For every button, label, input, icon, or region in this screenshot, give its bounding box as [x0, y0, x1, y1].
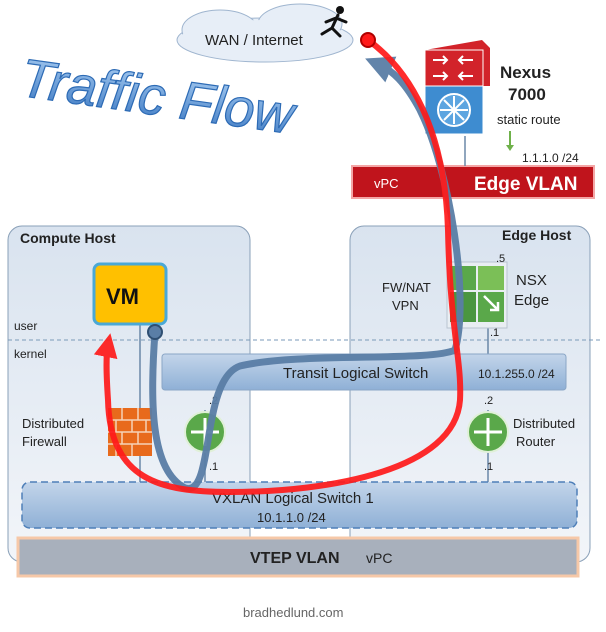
dfw-label-2: Firewall [22, 434, 67, 449]
edge-vlan-label: Edge VLAN [474, 174, 577, 195]
ip-edge-dr-bottom: .1 [484, 461, 493, 473]
compute-host-label: Compute Host [20, 230, 116, 246]
fwnat-label-1: FW/NAT [382, 280, 431, 295]
transit-switch-label: Transit Logical Switch [283, 365, 428, 382]
runner-icon [320, 6, 348, 38]
vtep-vpc: vPC [366, 550, 392, 566]
router-icon-edge [467, 411, 509, 453]
vtep-vlan-bar [16, 536, 580, 578]
vm-box [92, 262, 168, 326]
dr-label-2: Router [516, 434, 556, 449]
kernel-label: kernel [14, 347, 47, 361]
red-flow-path [93, 37, 464, 496]
static-route-label: static route [497, 112, 561, 127]
ip-edge-bottom: .1 [490, 327, 499, 339]
edge-host-label: Edge Host [502, 227, 572, 243]
nexus-name-2: 7000 [508, 85, 546, 104]
ip-edge-top: .5 [496, 253, 505, 265]
dfw-label-1: Distributed [22, 416, 84, 431]
edge-vlan-vpc: vPC [374, 176, 399, 191]
nsx-label-2: Edge [514, 292, 549, 309]
vtep-vlan-label: VTEP VLAN [250, 550, 340, 567]
red-flow-start [360, 32, 376, 48]
nexus-switch-icon [424, 40, 490, 135]
blue-flow-start [147, 324, 163, 340]
fwnat-label-2: VPN [392, 298, 419, 313]
vxlan-switch-bar [21, 481, 578, 529]
nsx-label-1: NSX [516, 272, 547, 289]
edge-vlan-subnet: 1.1.1.0 /24 [522, 151, 579, 165]
nexus-name-1: Nexus [500, 63, 551, 82]
ip-edge-dr-top: .2 [484, 395, 493, 407]
vm-label: VM [106, 284, 139, 309]
user-label: user [14, 319, 37, 333]
ip-compute-dr-bottom: .1 [209, 461, 218, 473]
wan-label: WAN / Internet [205, 32, 304, 49]
diagram-title: Traffic Flow [17, 48, 301, 146]
footer-credit: bradhedlund.com [243, 605, 343, 620]
edge-vlan-bar [351, 165, 595, 199]
transit-subnet: 10.1.255.0 /24 [478, 367, 555, 381]
vxlan-subnet: 10.1.1.0 /24 [257, 510, 326, 525]
dr-label-1: Distributed [513, 416, 575, 431]
wan-cloud: WAN / Internet [176, 3, 354, 63]
